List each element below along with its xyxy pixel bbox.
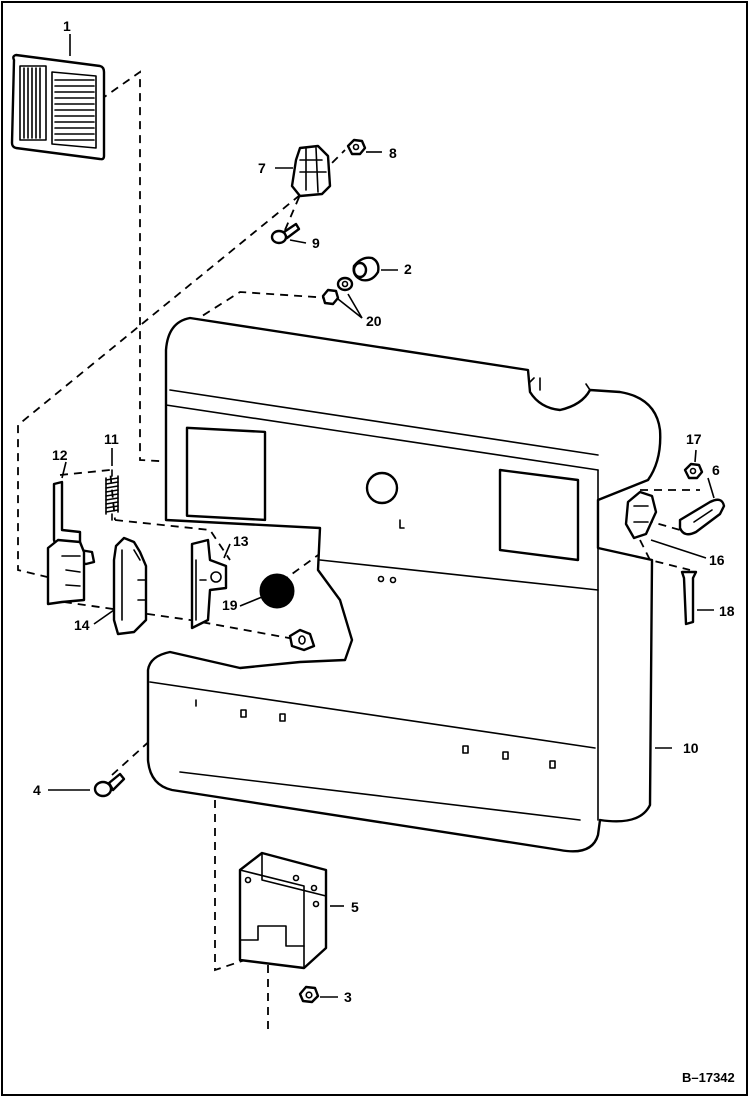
part-10-door-panel <box>146 316 662 853</box>
callout-3: 3 <box>344 989 352 1005</box>
callout-8: 8 <box>389 145 397 161</box>
part-17-nut <box>683 462 704 480</box>
callout-4: 4 <box>33 782 41 798</box>
callout-19: 19 <box>222 597 238 613</box>
latch-block <box>46 538 86 606</box>
part-9-screw <box>270 222 301 245</box>
part-18-hinge-pin <box>680 570 698 626</box>
callout-10: 10 <box>683 740 699 756</box>
figure-id: B–17342 <box>682 1070 735 1085</box>
part-13-latch-plate <box>190 538 228 630</box>
callout-14: 14 <box>74 617 90 633</box>
callout-6: 6 <box>712 462 720 478</box>
callout-7: 7 <box>258 160 266 176</box>
callout-2: 2 <box>404 261 412 277</box>
callout-5: 5 <box>351 899 359 915</box>
part-1-vent-grille <box>10 53 106 161</box>
leader-lines <box>48 34 715 998</box>
part-16-hinge-bracket <box>624 490 658 540</box>
part-3-nut <box>298 985 320 1004</box>
part-6-hinge-plate <box>678 498 726 536</box>
part-14-latch-housing <box>112 536 148 636</box>
callout-9: 9 <box>312 235 320 251</box>
callout-16: 16 <box>709 552 725 568</box>
callout-17: 17 <box>686 431 702 447</box>
callout-12: 12 <box>52 447 68 463</box>
callout-18: 18 <box>719 603 735 619</box>
callout-11: 11 <box>104 431 119 447</box>
callout-labels: 1 2 3 4 5 6 7 8 9 10 11 12 13 14 16 17 1… <box>33 18 735 1005</box>
part-20-nut-washer <box>321 276 354 306</box>
part-8-nut <box>346 138 367 156</box>
part-7-latch-bracket <box>290 144 332 198</box>
callout-1: 1 <box>63 18 71 34</box>
part-4-screw <box>93 772 126 798</box>
part-5-bracket <box>238 851 328 970</box>
part-19-plug <box>259 573 295 609</box>
callout-13: 13 <box>233 533 249 549</box>
callout-20: 20 <box>366 313 382 329</box>
part-2-bushing <box>352 256 380 282</box>
latch-screw <box>288 628 316 652</box>
part-11-spring <box>105 469 119 521</box>
